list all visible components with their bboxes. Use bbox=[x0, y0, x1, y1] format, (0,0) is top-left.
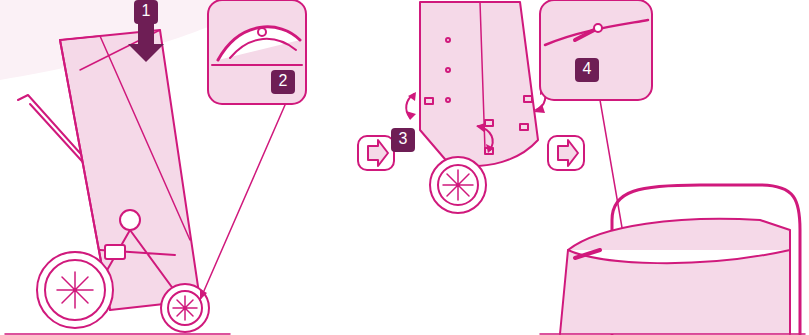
callout-number: 2 bbox=[271, 70, 295, 94]
callout-number: 1 bbox=[134, 0, 158, 24]
callout-number: 4 bbox=[575, 58, 599, 82]
callout-number: 3 bbox=[391, 128, 415, 152]
